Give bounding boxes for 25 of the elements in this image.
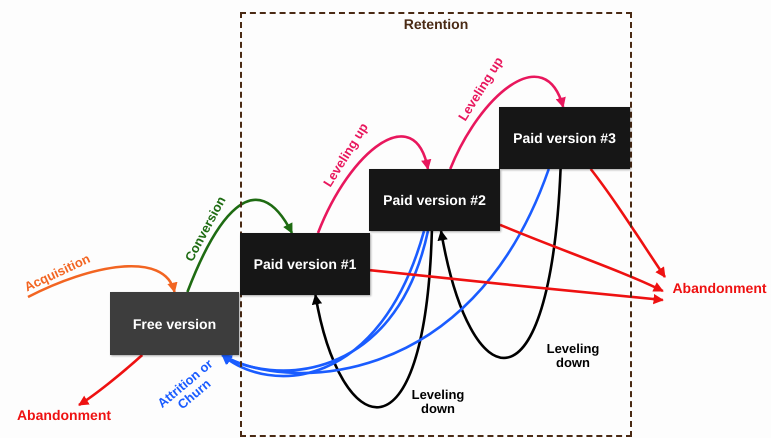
edge-label: Leveling down [410,388,466,417]
arrow [316,135,430,234]
version-box [240,233,370,295]
outcome-label: Abandonment [672,280,767,296]
arrow [590,168,666,278]
box-label: Paid version #2 [383,192,486,208]
arrow [449,76,565,170]
arrow [500,224,664,292]
box-label: Paid version #1 [254,256,356,272]
version-box [110,292,239,355]
arrow [78,354,144,406]
box-label: Paid version #3 [513,130,616,146]
arrow [221,168,550,374]
version-box [499,107,630,169]
region-title: Retention [404,16,468,32]
arrow [370,268,664,304]
version-box [369,169,500,231]
arrow [438,168,562,358]
arrow [27,265,176,298]
edge-label: Leveling down [546,342,600,371]
arrow [312,230,434,408]
retention-region [240,12,632,437]
arrow [186,198,294,292]
outcome-label: Abandonment [16,407,112,423]
box-label: Free version [132,316,216,332]
